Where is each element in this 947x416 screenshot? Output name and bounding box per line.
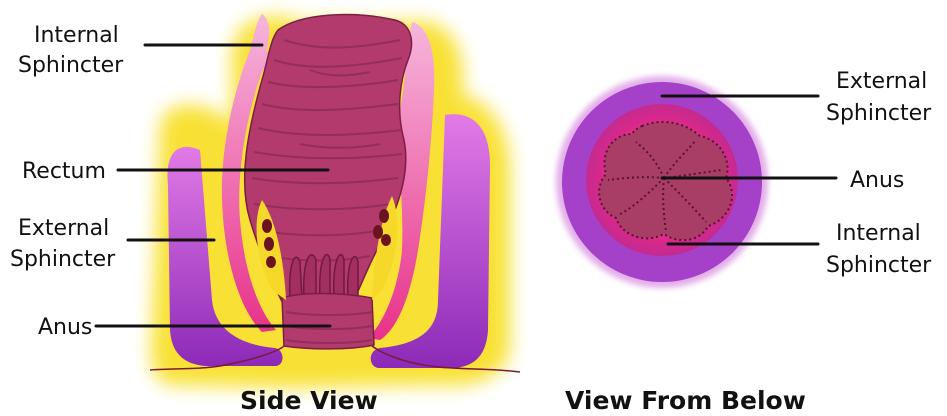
side-label-anus: Anus — [38, 315, 92, 340]
side-label-external-sphincter-line1: External — [18, 216, 109, 241]
below-label-external-sphincter-line1: External — [836, 69, 927, 94]
side-label-internal-sphincter-line1: Internal — [34, 23, 119, 48]
below-label-internal-sphincter-line2: Sphincter — [826, 253, 932, 278]
side-view-illustration — [150, 14, 520, 388]
below-view-caption: View From Below — [565, 386, 806, 415]
below-label-external-sphincter-line2: Sphincter — [826, 101, 932, 126]
side-label-internal-sphincter-line2: Sphincter — [18, 53, 124, 78]
side-view-caption: Side View — [240, 386, 378, 415]
below-view-illustration — [556, 76, 768, 288]
below-label-anus: Anus — [850, 168, 904, 193]
side-label-external-sphincter-line2: Sphincter — [10, 247, 116, 272]
below-label-internal-sphincter-line1: Internal — [836, 221, 921, 246]
side-label-rectum: Rectum — [22, 159, 106, 184]
